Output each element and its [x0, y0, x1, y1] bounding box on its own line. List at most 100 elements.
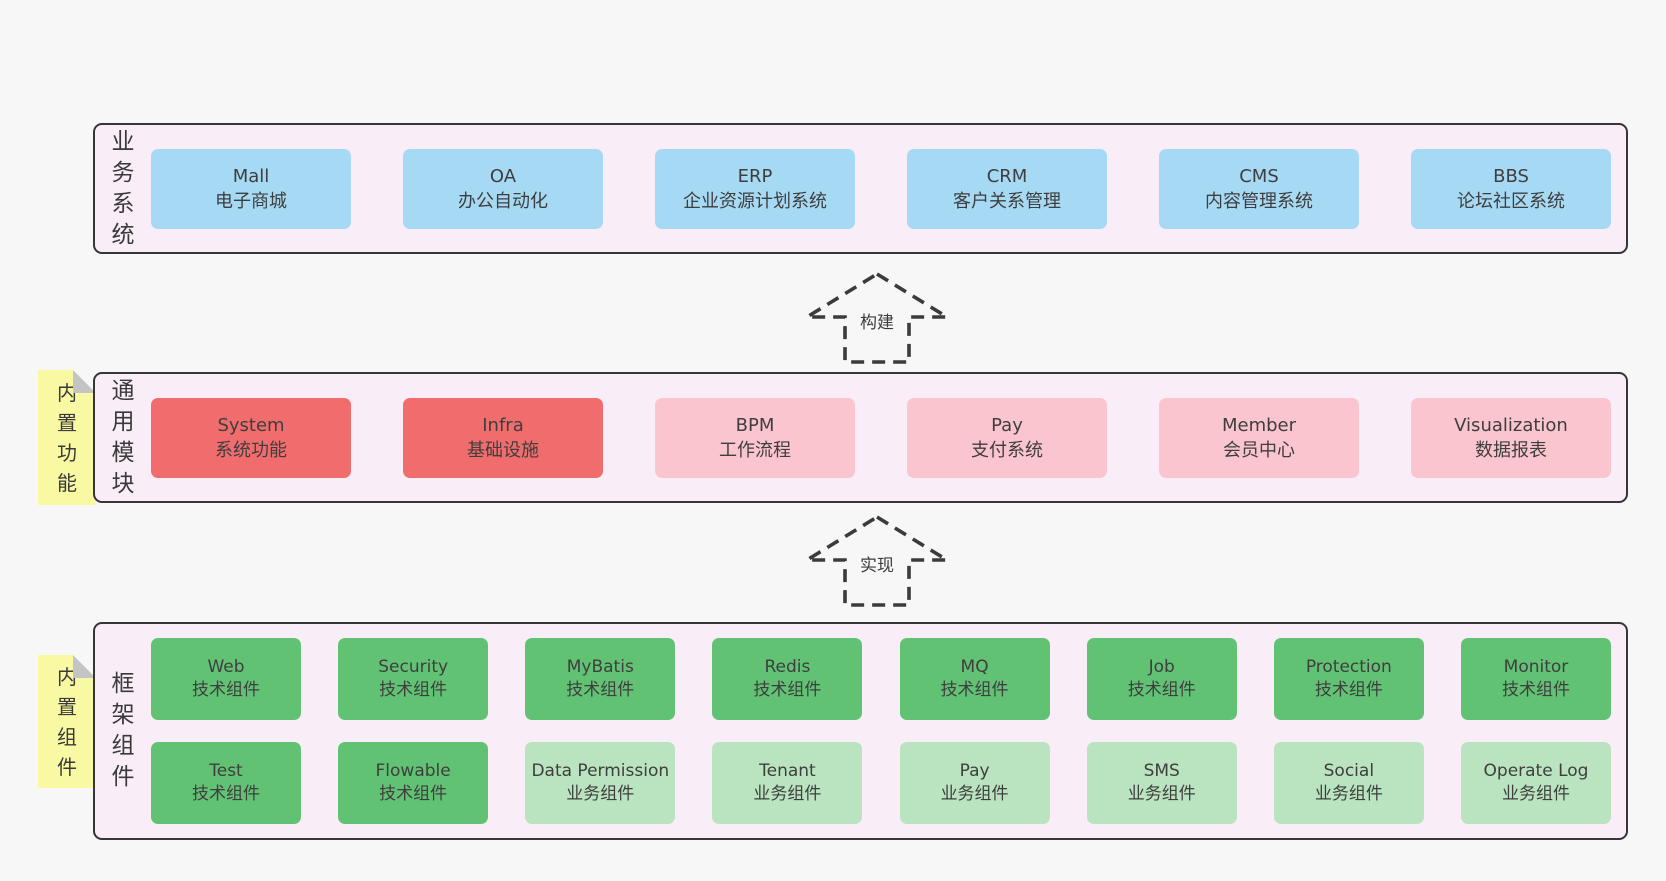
box-title: Operate Log — [1483, 761, 1589, 781]
dashed-up-arrow-icon — [803, 514, 951, 607]
visualization-box: Visualization 数据报表 — [1411, 397, 1611, 478]
box-subtitle: 技术组件 — [940, 680, 1009, 700]
box-subtitle: 技术组件 — [379, 784, 448, 804]
mybatis-box: MyBatis 技术组件 — [525, 638, 676, 720]
box-title: Flowable — [375, 761, 451, 781]
security-box: Security 技术组件 — [338, 638, 489, 720]
layer-label-column: 框架组件 — [95, 624, 151, 838]
box-title: Redis — [764, 657, 811, 677]
box-title: BPM — [735, 414, 775, 436]
box-title: ERP — [737, 165, 773, 187]
framework-rows: Web 技术组件 Security 技术组件 MyBatis 技术组件 Redi… — [151, 624, 1626, 838]
box-subtitle: 技术组件 — [753, 680, 822, 700]
layer-modules-label: 通用模块 — [111, 377, 135, 497]
box-subtitle: 电子商城 — [215, 190, 287, 212]
layer-label-column: 通用模块 — [95, 374, 151, 501]
layer-label-column: 业务系统 — [95, 125, 151, 252]
box-title: Test — [209, 761, 243, 781]
box-title: Monitor — [1503, 657, 1569, 677]
member-box: Member 会员中心 — [1159, 397, 1359, 478]
box-title: Pay — [991, 414, 1023, 436]
box-title: MQ — [960, 657, 989, 677]
box-title: Job — [1148, 657, 1175, 677]
crm-box: CRM 客户关系管理 — [907, 148, 1107, 229]
framework-box-row-1: Web 技术组件 Security 技术组件 MyBatis 技术组件 Redi… — [151, 638, 1611, 720]
dashed-up-arrow-icon — [803, 271, 951, 364]
mall-box: Mall 电子商城 — [151, 148, 351, 229]
box-subtitle: 企业资源计划系统 — [683, 190, 827, 212]
job-box: Job 技术组件 — [1086, 638, 1237, 720]
box-title: MyBatis — [566, 657, 634, 677]
sticky-note-label: 内置组件 — [57, 664, 77, 779]
box-subtitle: 业务组件 — [940, 784, 1009, 804]
box-subtitle: 支付系统 — [971, 439, 1043, 461]
box-subtitle: 业务组件 — [1501, 784, 1570, 804]
protection-box: Protection 技术组件 — [1273, 638, 1424, 720]
box-subtitle: 技术组件 — [566, 680, 635, 700]
box-subtitle: 业务组件 — [753, 784, 822, 804]
oa-box: OA 办公自动化 — [403, 148, 603, 229]
mq-box: MQ 技术组件 — [899, 638, 1050, 720]
box-title: Mall — [232, 165, 270, 187]
test-box: Test 技术组件 — [151, 742, 301, 824]
box-subtitle: 业务组件 — [1314, 784, 1383, 804]
box-subtitle: 工作流程 — [719, 439, 791, 461]
box-subtitle: 技术组件 — [1314, 680, 1383, 700]
box-title: OA — [489, 165, 517, 187]
system-box: System 系统功能 — [151, 397, 351, 478]
box-title: SMS — [1143, 761, 1180, 781]
bpm-box: BPM 工作流程 — [655, 397, 855, 478]
box-title: Infra — [482, 414, 524, 436]
box-subtitle: 技术组件 — [192, 784, 260, 804]
box-title: BBS — [1493, 165, 1529, 187]
box-title: CMS — [1239, 165, 1279, 187]
flowable-box: Flowable 技术组件 — [338, 742, 489, 824]
box-subtitle: 论坛社区系统 — [1457, 190, 1565, 212]
box-title: CRM — [986, 165, 1028, 187]
box-subtitle: 技术组件 — [192, 680, 260, 700]
bbs-box: BBS 论坛社区系统 — [1411, 148, 1611, 229]
box-subtitle: 数据报表 — [1475, 439, 1547, 461]
box-subtitle: 会员中心 — [1223, 439, 1295, 461]
operate-log-box: Operate Log 业务组件 — [1460, 742, 1611, 824]
box-title: System — [217, 414, 285, 436]
box-title: Protection — [1305, 657, 1392, 677]
erp-box: ERP 企业资源计划系统 — [655, 148, 855, 229]
box-subtitle: 办公自动化 — [458, 190, 548, 212]
arrow-implement-label: 实现 — [857, 554, 897, 578]
box-title: Member — [1221, 414, 1297, 436]
box-title: Security — [378, 657, 449, 677]
web-box: Web 技术组件 — [151, 638, 301, 720]
box-title: Pay — [959, 761, 990, 781]
arrow-build-label: 构建 — [857, 311, 897, 335]
monitor-box: Monitor 技术组件 — [1460, 638, 1611, 720]
sms-box: SMS 业务组件 — [1086, 742, 1237, 824]
box-subtitle: 技术组件 — [1501, 680, 1570, 700]
box-subtitle: 业务组件 — [566, 784, 635, 804]
layer-business-label: 业务系统 — [111, 128, 135, 248]
box-subtitle: 系统功能 — [215, 439, 287, 461]
sticky-note-label: 内置功能 — [57, 380, 77, 495]
modules-box-row: System 系统功能 Infra 基础设施 BPM 工作流程 Pay 支付系统… — [151, 374, 1626, 501]
box-subtitle: 业务组件 — [1127, 784, 1196, 804]
box-subtitle: 内容管理系统 — [1205, 190, 1313, 212]
sticky-note-builtin-components: 内置组件 — [38, 655, 96, 788]
sticky-note-builtin-features: 内置功能 — [38, 370, 96, 505]
layer-framework-components: 框架组件 Web 技术组件 Security 技术组件 MyBatis 技术组件… — [93, 622, 1628, 840]
redis-box: Redis 技术组件 — [712, 638, 863, 720]
box-title: Data Permission — [531, 761, 670, 781]
infra-box: Infra 基础设施 — [403, 397, 603, 478]
arrow-build: 构建 — [803, 270, 951, 366]
box-subtitle: 客户关系管理 — [953, 190, 1061, 212]
box-title: Web — [207, 657, 245, 677]
layer-common-modules: 通用模块 System 系统功能 Infra 基础设施 BPM 工作流程 Pay… — [93, 372, 1628, 503]
layer-business-systems: 业务系统 Mall 电子商城 OA 办公自动化 ERP 企业资源计划系统 CRM… — [93, 123, 1628, 254]
framework-box-row-2: Test 技术组件 Flowable 技术组件 Data Permission … — [151, 742, 1611, 824]
box-subtitle: 技术组件 — [1127, 680, 1196, 700]
pay-box: Pay 业务组件 — [899, 742, 1050, 824]
box-subtitle: 技术组件 — [379, 680, 448, 700]
pay-box: Pay 支付系统 — [907, 397, 1107, 478]
social-box: Social 业务组件 — [1273, 742, 1424, 824]
tenant-box: Tenant 业务组件 — [712, 742, 863, 824]
business-box-row: Mall 电子商城 OA 办公自动化 ERP 企业资源计划系统 CRM 客户关系… — [151, 125, 1626, 252]
